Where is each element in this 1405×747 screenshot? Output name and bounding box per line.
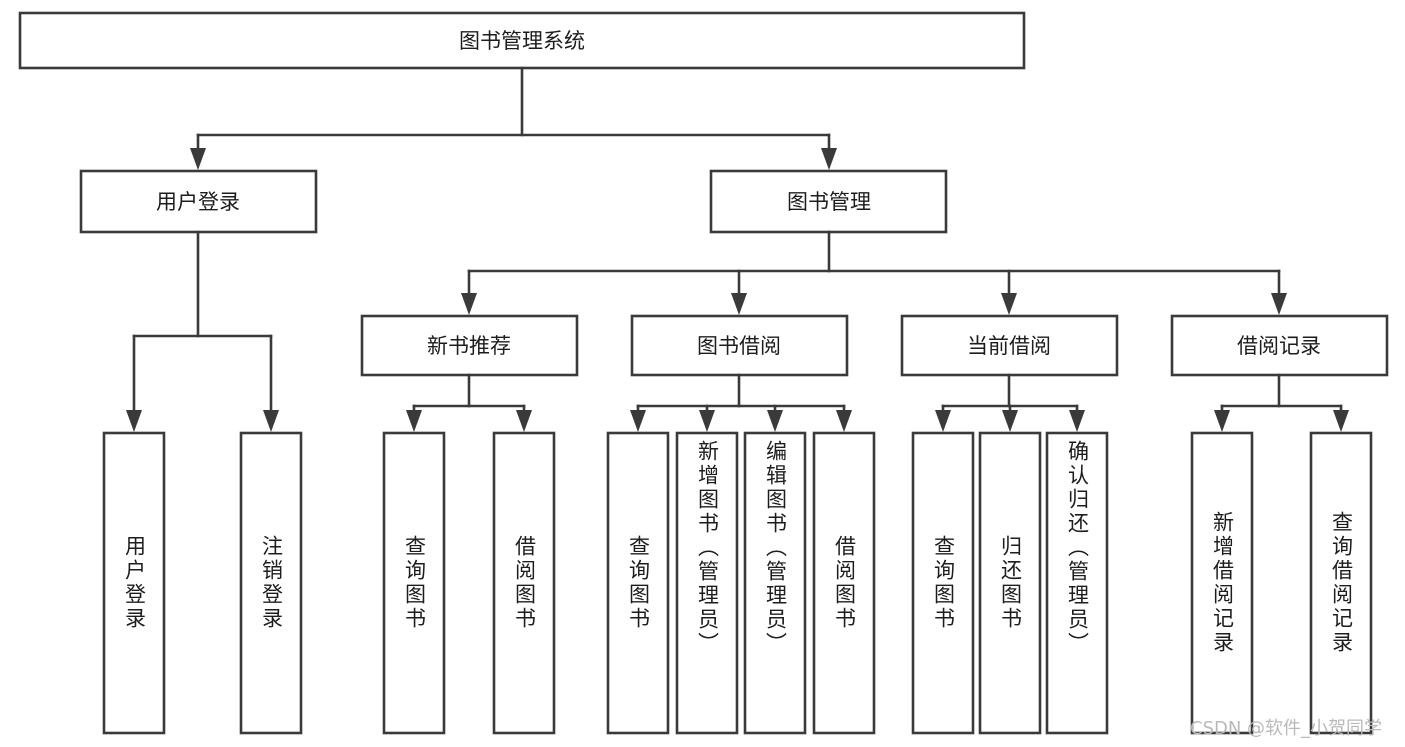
leaf-borrow-record-1-box[interactable] [1190, 431, 1254, 735]
arrow-borrow-record-leaf-2 [1333, 410, 1349, 432]
leaf-current-borrow-3-box[interactable] [1045, 431, 1109, 735]
arrow-book-mgmt-to-borrow [731, 293, 747, 315]
leaf-current-borrow-1-box[interactable] [911, 431, 975, 735]
leaf-book-borrow-4-box[interactable] [812, 431, 876, 735]
node-new-book-recommend-box[interactable] [360, 314, 579, 377]
arrow-new-book-leaf-1 [406, 410, 422, 432]
arrow-user-login-leaf-2 [263, 410, 279, 432]
arrow-new-book-leaf-2 [516, 410, 532, 432]
node-book-management-label: 图书管理 [787, 190, 871, 214]
leaf-current-borrow-2-box[interactable] [978, 431, 1042, 735]
node-current-borrow-box[interactable] [900, 314, 1119, 377]
leaf-new-book-1-box[interactable] [382, 431, 446, 735]
node-book-borrow-box[interactable] [630, 314, 849, 377]
leaf-borrow-record-2-box[interactable] [1309, 431, 1373, 735]
arrow-root-to-user-login [190, 148, 206, 170]
leaf-book-borrow-1-box[interactable] [606, 431, 670, 735]
leaf-book-borrow-3-box[interactable] [743, 431, 807, 735]
arrow-book-mgmt-to-current [1001, 293, 1017, 315]
node-borrow-record-box[interactable] [1170, 314, 1389, 377]
arrow-borrow-record-leaf-1 [1214, 410, 1230, 432]
node-user-login-label: 用户登录 [156, 190, 240, 214]
node-borrow-record-label: 借阅记录 [1237, 334, 1321, 358]
node-book-management-box[interactable] [709, 169, 948, 234]
arrow-book-mgmt-to-new-book [461, 293, 477, 315]
arrow-current-borrow-leaf-1 [935, 410, 951, 432]
node-current-borrow-label: 当前借阅 [967, 334, 1051, 358]
arrow-current-borrow-leaf-3 [1069, 410, 1085, 432]
node-new-book-recommend-label: 新书推荐 [427, 334, 511, 358]
arrow-current-borrow-leaf-2 [1002, 410, 1018, 432]
node-book-borrow-label: 图书借阅 [697, 334, 781, 358]
leaf-user-login-1-box[interactable] [102, 431, 166, 735]
leaf-new-book-2-box[interactable] [492, 431, 556, 735]
arrow-book-mgmt-to-record [1271, 293, 1287, 315]
arrow-book-borrow-leaf-1 [630, 410, 646, 432]
csdn-watermark: CSDN @软件_小贺同学 [1190, 718, 1383, 739]
arrow-user-login-leaf-1 [126, 410, 142, 432]
arrow-book-borrow-leaf-4 [836, 410, 852, 432]
leaf-user-login-2-box[interactable] [239, 431, 303, 735]
node-root-box[interactable] [18, 11, 1026, 70]
arrow-book-borrow-leaf-3 [767, 410, 783, 432]
arrow-root-to-book-mgmt [821, 148, 837, 170]
node-root-label: 图书管理系统 [459, 29, 585, 53]
leaf-book-borrow-2-box[interactable] [675, 431, 739, 735]
arrow-book-borrow-leaf-2 [699, 410, 715, 432]
